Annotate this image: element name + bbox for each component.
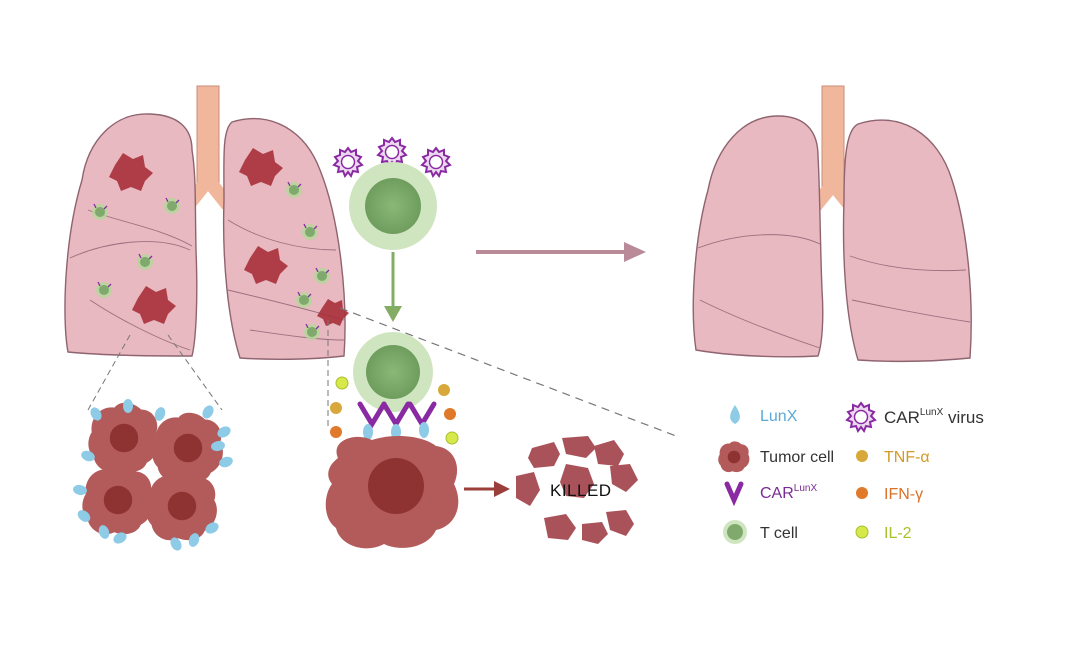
- cytokines: [330, 376, 459, 445]
- tumor-lesion: [239, 148, 283, 186]
- t-cell-in-lung: [301, 223, 319, 241]
- t-cell-in-lung: [95, 281, 113, 299]
- svg-text:CARLunX: CARLunX: [760, 483, 817, 502]
- ifn-dot-icon: [856, 487, 868, 499]
- tumor-lesion: [132, 286, 176, 324]
- legend-label-il2: IL-2: [884, 525, 912, 542]
- lunx-markers: [73, 399, 233, 551]
- legend-label-car: CAR: [760, 485, 794, 502]
- legend-item-tumor-cell: Tumor cell: [718, 441, 834, 473]
- tumor-cell-icon: [718, 441, 750, 473]
- tnf-dot-icon: [856, 450, 868, 462]
- tumor-lesion: [109, 153, 153, 191]
- legend-label-car-virus: CAR: [884, 408, 920, 427]
- car-receptor-icon: [724, 481, 744, 507]
- healthy-left-lung: [692, 115, 824, 358]
- legend-label-t-cell: T cell: [760, 525, 798, 542]
- legend-label-lunx: LunX: [760, 408, 798, 425]
- car-lunx-virus: [421, 147, 451, 177]
- arrow-right-mauve: [476, 242, 646, 262]
- t-cell-armed: [353, 332, 433, 412]
- legend-item-car-virus: CARLunX virus: [846, 402, 984, 432]
- t-cell-in-lung: [163, 197, 181, 215]
- t-cell-in-lung: [313, 267, 331, 285]
- legend-item-car: CARLunX: [724, 481, 817, 507]
- lunx-drop-icon: [730, 405, 740, 424]
- car-lunx-virus: [333, 147, 363, 177]
- legend-item-t-cell: T cell: [723, 520, 798, 544]
- t-cell-in-lung: [136, 253, 154, 271]
- il2-dot-icon: [855, 525, 869, 539]
- trachea-right: [821, 85, 845, 191]
- legend-label-tumor-cell: Tumor cell: [760, 449, 834, 466]
- legend-label-ifn: IFN-γ: [884, 486, 923, 503]
- left-lungs-diseased: [64, 85, 349, 360]
- t-cell-in-lung: [91, 203, 109, 221]
- car-lunx-virus: [377, 137, 407, 167]
- t-cell-in-lung: [295, 291, 313, 309]
- t-cell-in-lung: [303, 323, 321, 341]
- tumor-cell-cluster: [73, 399, 233, 551]
- arrow-right-brown: [464, 481, 510, 497]
- target-tumor-cell: [325, 436, 459, 549]
- legend-item-il2: IL-2: [855, 525, 912, 542]
- left-lung-shape: [64, 113, 198, 357]
- killed-label: KILLED: [550, 481, 612, 500]
- zoom-lines-left: [87, 334, 223, 411]
- t-cell-top: [349, 162, 437, 250]
- legend-label-car-virus-sup: LunX: [920, 407, 944, 418]
- legend-label-car-virus-suffix: virus: [943, 408, 984, 427]
- tumor-lesion: [317, 299, 349, 326]
- trachea-left: [196, 85, 220, 187]
- car-virus-icon: [846, 402, 876, 432]
- right-lungs-healthy: [692, 85, 972, 362]
- t-cell-in-lung: [285, 181, 303, 199]
- arrow-down-green: [384, 252, 402, 322]
- legend-item-lunx: LunX: [730, 405, 798, 425]
- zoom-lines-center: [327, 307, 677, 437]
- legend-item-tnf: TNF-α: [856, 449, 930, 466]
- legend-label-tnf: TNF-α: [884, 449, 930, 466]
- killed-tumor-fragments: KILLED: [516, 436, 638, 544]
- legend: LunX CARLunX virus Tumor cell TNF-α CARL…: [718, 402, 984, 544]
- legend-label-car-sup: LunX: [794, 483, 818, 494]
- lunx-on-target: [363, 422, 429, 440]
- svg-text:CARLunX virus: CARLunX virus: [884, 407, 984, 427]
- tumor-lesion: [244, 246, 288, 284]
- t-cell-icon-inner: [727, 524, 743, 540]
- legend-item-ifn: IFN-γ: [856, 486, 923, 503]
- healthy-right-lung: [842, 119, 972, 362]
